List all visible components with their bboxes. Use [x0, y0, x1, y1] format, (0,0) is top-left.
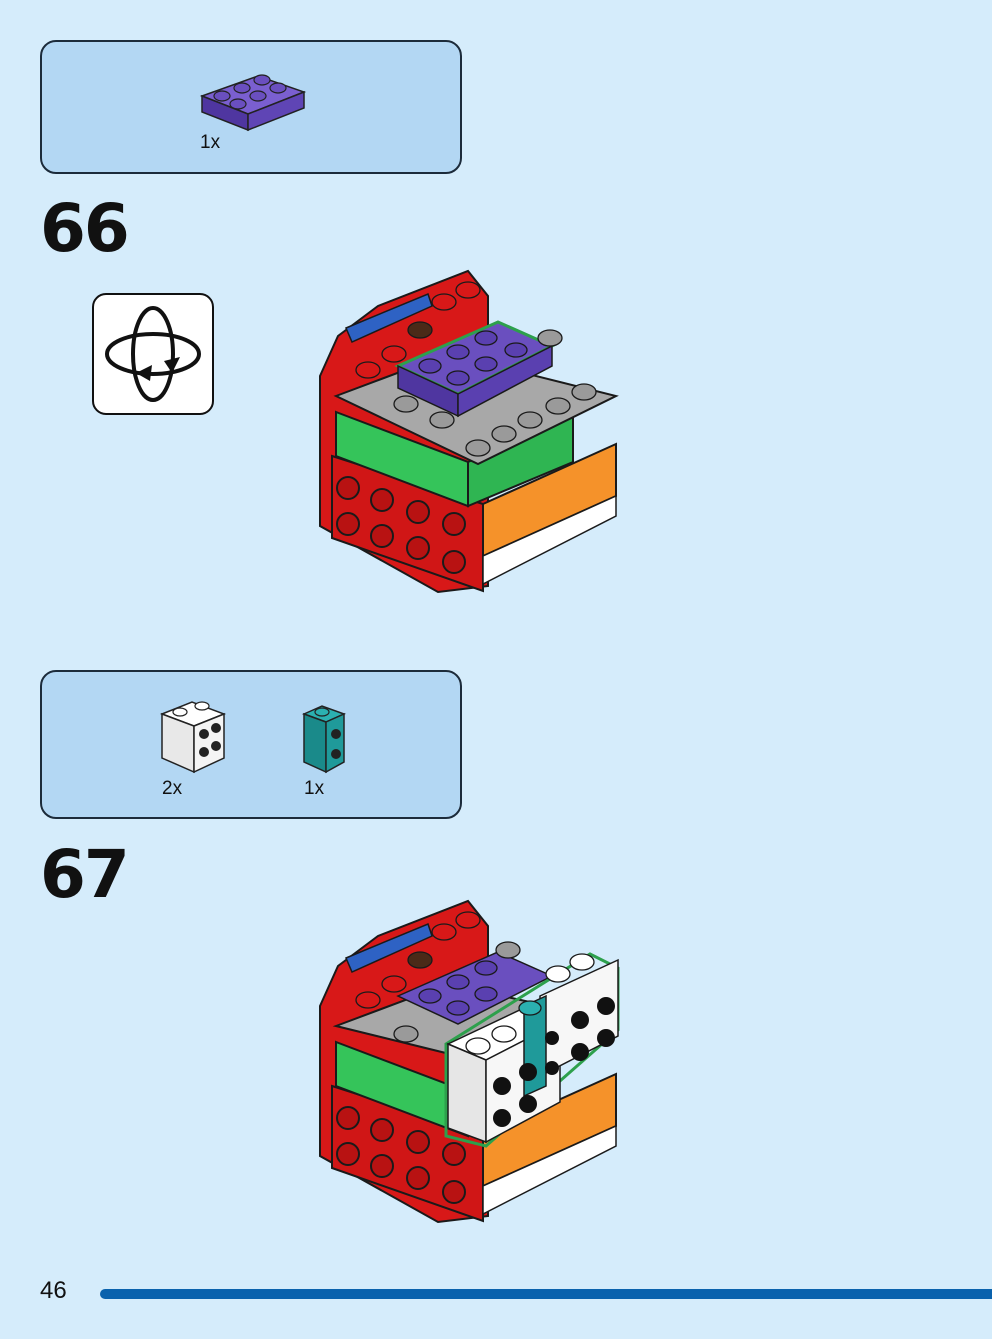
parts-callout-step-67: 2x 1x — [40, 670, 462, 819]
rotate-model-icon — [92, 293, 214, 415]
model-step-67 — [319, 899, 620, 1224]
parts-callout-step-66: 1x — [40, 40, 462, 174]
white-brick-part-icon — [159, 701, 227, 774]
purple-plate-part-icon — [199, 74, 307, 132]
part-quantity: 2x — [162, 778, 183, 799]
part-quantity: 1x — [200, 132, 221, 153]
page-number: 46 — [40, 1277, 67, 1304]
page-progress-bar — [100, 1289, 992, 1299]
part-quantity: 1x — [304, 778, 325, 799]
step-number: 67 — [40, 836, 130, 913]
teal-brick-part-icon — [301, 705, 347, 774]
step-number: 66 — [40, 190, 130, 267]
model-step-66 — [319, 269, 619, 594]
